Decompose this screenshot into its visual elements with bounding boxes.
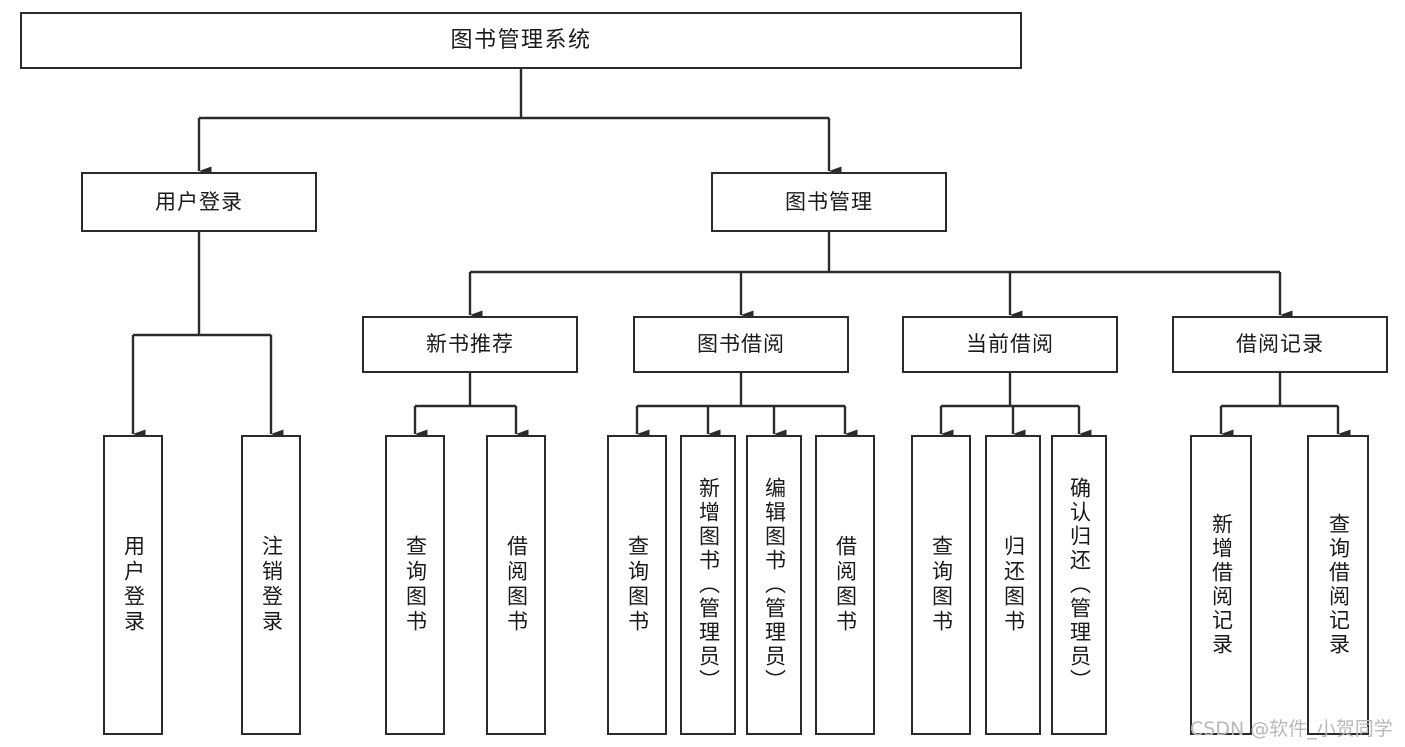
node-label-current: 当前借阅 (966, 332, 1054, 357)
node-records[interactable]: 借阅记录 (1172, 316, 1388, 373)
node-leaf-login-1[interactable]: 用户登录 (103, 435, 163, 735)
node-label-borrow: 图书借阅 (697, 332, 785, 357)
node-leaf-rec-1[interactable]: 新增借阅记录 (1190, 435, 1252, 735)
node-leaf-rec-2[interactable]: 查询借阅记录 (1307, 435, 1369, 735)
node-leaf-bor-1[interactable]: 查询图书 (607, 435, 667, 735)
node-leaf-cur-3[interactable]: 确认归还（管理员） (1051, 435, 1107, 735)
node-login[interactable]: 用户登录 (81, 172, 317, 232)
node-current[interactable]: 当前借阅 (902, 316, 1118, 373)
node-borrow[interactable]: 图书借阅 (633, 316, 849, 373)
node-label-records: 借阅记录 (1236, 332, 1324, 357)
node-label-leaf-rec-2: 查询借阅记录 (1326, 513, 1351, 657)
node-leaf-new-1[interactable]: 查询图书 (385, 435, 445, 735)
node-label-login: 用户登录 (155, 189, 243, 214)
node-label-leaf-cur-2: 归还图书 (1001, 535, 1026, 635)
node-leaf-bor-3[interactable]: 编辑图书（管理员） (746, 435, 802, 735)
node-label-newbook: 新书推荐 (426, 332, 514, 357)
node-newbook[interactable]: 新书推荐 (362, 316, 578, 373)
node-label-leaf-new-2: 借阅图书 (504, 535, 529, 635)
node-label-leaf-rec-1: 新增借阅记录 (1209, 513, 1234, 657)
node-leaf-cur-1[interactable]: 查询图书 (911, 435, 971, 735)
node-leaf-bor-2[interactable]: 新增图书（管理员） (680, 435, 736, 735)
node-leaf-bor-4[interactable]: 借阅图书 (815, 435, 875, 735)
node-label-leaf-login-1: 用户登录 (121, 535, 146, 635)
node-root[interactable]: 图书管理系统 (20, 12, 1022, 69)
node-leaf-new-2[interactable]: 借阅图书 (486, 435, 546, 735)
node-leaf-login-2[interactable]: 注销登录 (241, 435, 301, 735)
node-label-leaf-bor-4: 借阅图书 (833, 535, 858, 635)
node-label-leaf-cur-3: 确认归还（管理员） (1067, 477, 1092, 693)
node-bookmgmt[interactable]: 图书管理 (711, 172, 947, 232)
node-label-root: 图书管理系统 (450, 27, 592, 53)
node-label-leaf-new-1: 查询图书 (403, 535, 428, 635)
node-label-bookmgmt: 图书管理 (785, 189, 873, 214)
node-label-leaf-bor-1: 查询图书 (625, 535, 650, 635)
node-label-leaf-bor-2: 新增图书（管理员） (696, 477, 721, 693)
node-label-leaf-bor-3: 编辑图书（管理员） (762, 477, 787, 693)
node-label-leaf-cur-1: 查询图书 (929, 535, 954, 635)
node-label-leaf-login-2: 注销登录 (259, 535, 284, 635)
node-leaf-cur-2[interactable]: 归还图书 (985, 435, 1041, 735)
csdn-watermark: CSDN @软件_小贺同学 (1190, 718, 1393, 740)
